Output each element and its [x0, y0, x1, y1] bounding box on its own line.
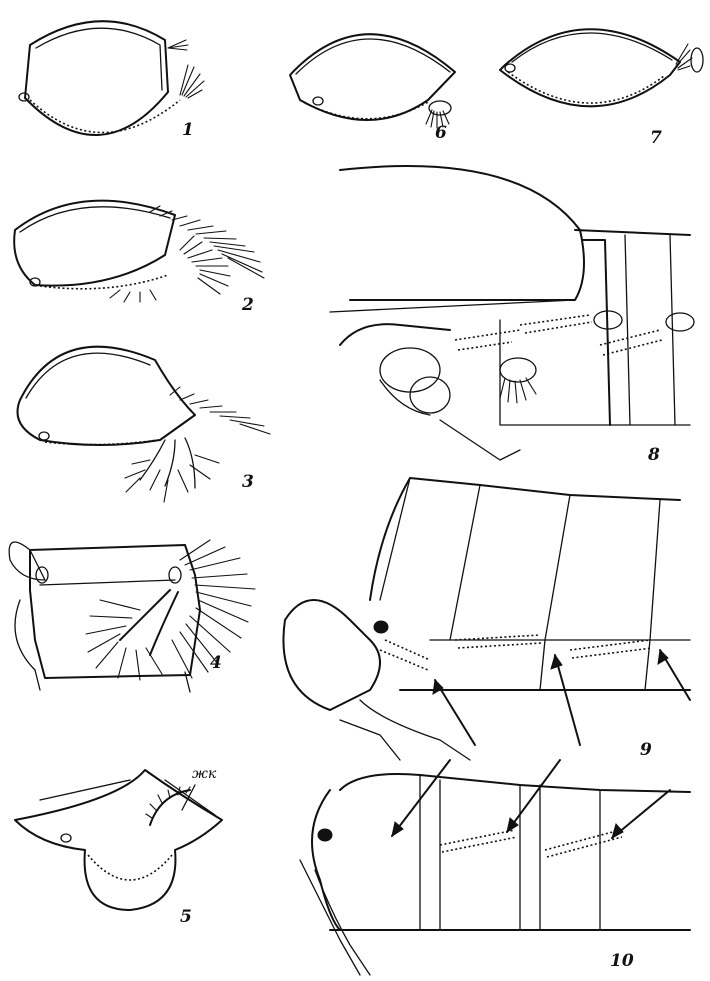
- figure-number-7: 7: [650, 128, 662, 148]
- panel-1-cross-section: [19, 21, 204, 135]
- panel-9-lateral-view: [283, 478, 690, 760]
- panel-10-gill-rows: [440, 830, 622, 857]
- figure-number-5: 5: [180, 907, 192, 927]
- panel-9-arrows: [433, 650, 690, 745]
- panel-10-arrows: [392, 760, 670, 838]
- panel-2-setae: [110, 206, 264, 302]
- panel-5-cross-section: жк: [15, 766, 222, 910]
- figure-number-10: 10: [610, 951, 634, 971]
- panel-2-cross-section: [14, 201, 264, 302]
- panel-1-setae: [168, 40, 204, 98]
- panel-3-cross-section: [18, 347, 271, 502]
- figure-number-3: 3: [242, 472, 254, 492]
- annotation-label: жк: [192, 766, 217, 782]
- figure-number-4: 4: [210, 653, 222, 673]
- panel-7-setae: [676, 44, 703, 72]
- figure-number-6: 6: [435, 123, 447, 143]
- panel-8-gill-tufts: [455, 311, 694, 403]
- panel-10-lateral-view: [300, 760, 690, 975]
- panel-4-setae: [86, 540, 255, 680]
- panel-6-cross-section: [290, 34, 455, 128]
- figure-number-2: 2: [241, 295, 254, 315]
- figure-number-9: 9: [640, 740, 652, 760]
- figure-number-1: 1: [182, 120, 194, 140]
- figure-number-8: 8: [647, 445, 660, 465]
- panel-8-lateral-view: [330, 166, 694, 460]
- panel-7-cross-section: [500, 29, 703, 106]
